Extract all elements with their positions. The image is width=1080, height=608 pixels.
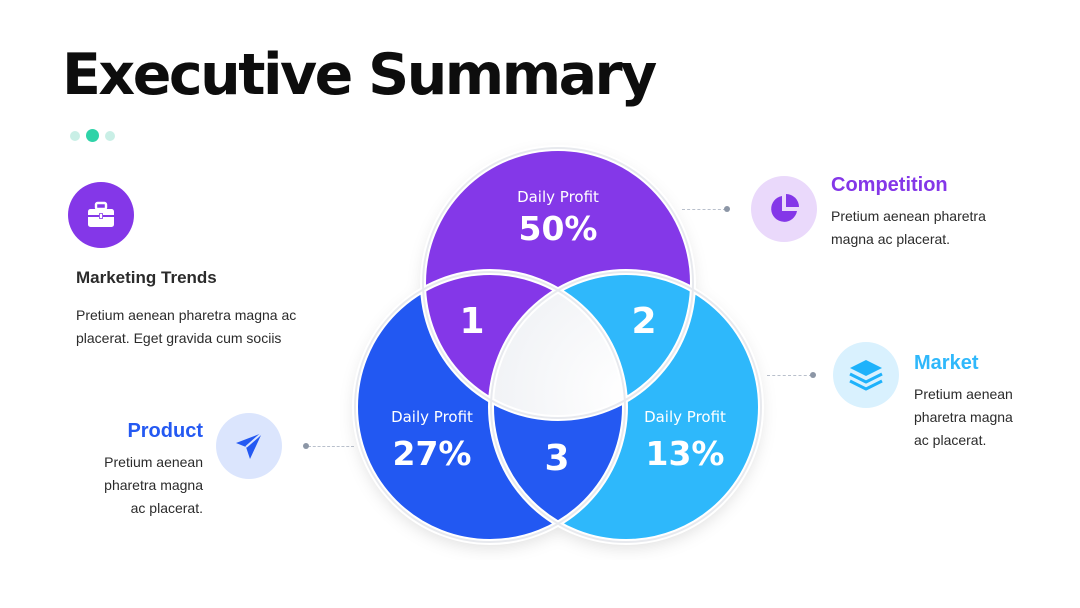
- pie-chart-icon: [771, 194, 799, 222]
- venn-top-value: 50%: [519, 209, 598, 248]
- venn-center: [491, 272, 625, 418]
- marketing-trends-text: Pretium aenean pharetra magna ac placera…: [76, 304, 346, 350]
- venn-overlap-label-1: 1: [459, 301, 484, 342]
- product-text-line: Pretium aenean: [104, 454, 203, 470]
- market-heading: Market: [914, 352, 979, 374]
- venn-left-label: Daily Profit: [391, 408, 473, 426]
- venn-right-label: Daily Profit: [644, 408, 726, 426]
- marketing-trends-heading: Marketing Trends: [76, 268, 217, 287]
- product-heading: Product: [127, 420, 203, 442]
- venn-top-label: Daily Profit: [517, 188, 599, 206]
- competition-connector: [682, 209, 726, 210]
- product-connector: [308, 446, 354, 447]
- product-text: Pretium aenean pharetra magna ac placera…: [104, 451, 203, 520]
- competition-connector-dot: [724, 206, 730, 212]
- market-connector-dot: [810, 372, 816, 378]
- competition-heading: Competition: [831, 174, 948, 196]
- market-text-line: pharetra magna: [914, 409, 1013, 425]
- venn-overlap-label-2: 2: [631, 301, 656, 342]
- marketing-trends-text-line: Pretium aenean pharetra magna ac: [76, 307, 297, 323]
- market-connector: [767, 375, 812, 376]
- venn-outline-inner: [422, 147, 694, 419]
- product-badge: [216, 413, 282, 479]
- send-icon: [236, 432, 263, 459]
- market-text-line: Pretium aenean: [914, 386, 1013, 402]
- competition-text-line: magna ac placerat.: [831, 231, 951, 247]
- venn-outline-inner: [490, 271, 762, 543]
- briefcase-icon: [88, 201, 114, 227]
- market-badge: [833, 342, 899, 408]
- product-text-line: ac placerat.: [130, 500, 203, 516]
- page-title: Executive Summary: [62, 42, 657, 108]
- slide-indicator: [70, 129, 115, 142]
- competition-text: Pretium aenean pharetra magna ac placera…: [831, 205, 986, 251]
- competition-text-line: Pretium aenean pharetra: [831, 208, 986, 224]
- marketing-trends-text-line: placerat. Eget gravida cum sociis: [76, 330, 282, 346]
- marketing-trends-badge: [68, 182, 134, 248]
- product-text-line: pharetra magna: [104, 477, 203, 493]
- venn-right-value: 13%: [646, 434, 725, 473]
- venn-overlap-label-3: 3: [544, 438, 569, 479]
- indicator-dot-active: [86, 129, 99, 142]
- competition-badge: [751, 176, 817, 242]
- market-text: Pretium aenean pharetra magna ac placera…: [914, 383, 1013, 452]
- layers-icon: [849, 360, 883, 391]
- venn-left-value: 27%: [393, 434, 472, 473]
- venn-outline-inner: [354, 271, 626, 543]
- market-text-line: ac placerat.: [914, 432, 987, 448]
- indicator-dot: [105, 130, 115, 141]
- product-connector-dot: [303, 443, 309, 449]
- indicator-dot: [70, 130, 80, 141]
- venn-diagram: Daily Profit 50% Daily Profit 27% Daily …: [352, 145, 764, 545]
